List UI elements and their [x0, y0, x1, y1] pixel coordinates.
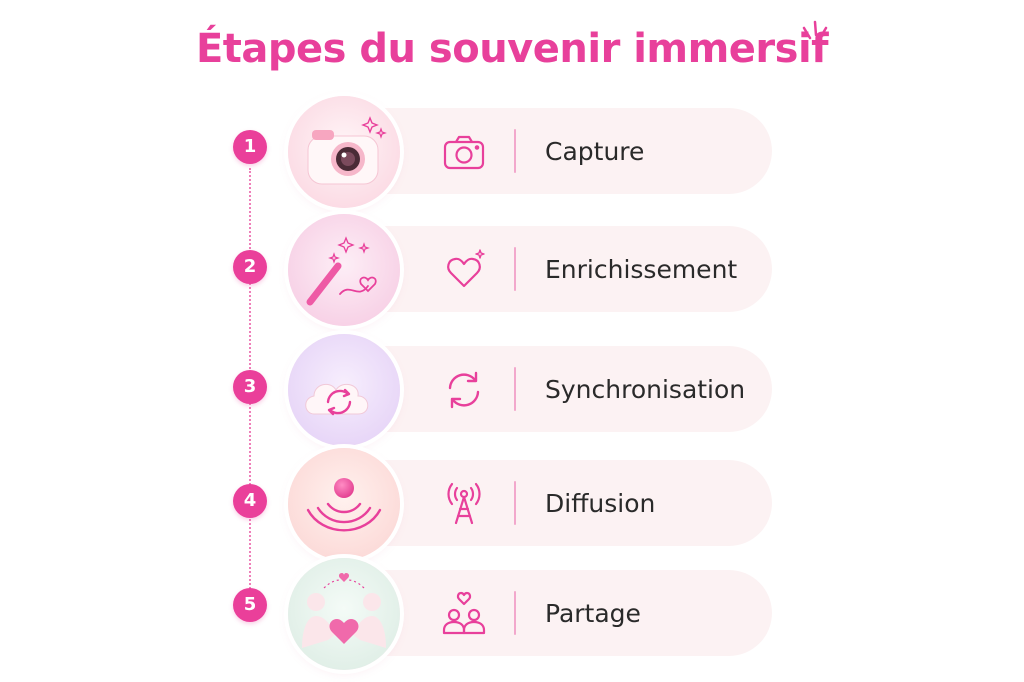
step-pill [340, 226, 772, 312]
step-pill [340, 570, 772, 656]
step-pill [340, 346, 772, 432]
step-label: Partage [545, 599, 641, 628]
broadcast-tower-icon [440, 480, 488, 528]
sparkle-decoration-icon [802, 20, 828, 40]
separator [514, 247, 516, 291]
sync-icon [440, 366, 488, 414]
step-number-badge: 4 [233, 484, 267, 518]
step-number-badge: 5 [233, 588, 267, 622]
hands-heart-illustration [288, 558, 400, 670]
step-label: Synchronisation [545, 375, 746, 404]
pink-camera-illustration [288, 96, 400, 208]
step-number-badge: 2 [233, 250, 267, 284]
step-pill [340, 108, 772, 194]
step-label: Enrichissement [545, 255, 738, 284]
step-enrichissement: 2 Enrichissement [0, 214, 1024, 326]
step-diffusion: 4 Diffusion [0, 448, 1024, 560]
step-number-badge: 3 [233, 370, 267, 404]
cloud-sync-illustration [288, 334, 400, 446]
heart-sparkle-icon [440, 246, 488, 294]
separator [514, 367, 516, 411]
step-pill [340, 460, 772, 546]
separator [514, 481, 516, 525]
separator [514, 129, 516, 173]
camera-icon [440, 128, 488, 176]
separator [514, 591, 516, 635]
step-partage: 5 Partage [0, 558, 1024, 670]
step-label: Capture [545, 137, 645, 166]
page-title: Étapes du souvenir immersif [195, 26, 829, 72]
signal-waves-illustration [288, 448, 400, 560]
people-heart-icon [440, 590, 488, 638]
step-label: Diffusion [545, 489, 656, 518]
step-synchronisation: 3 Synchronisation [0, 334, 1024, 446]
magic-wand-illustration [288, 214, 400, 326]
step-number-badge: 1 [233, 130, 267, 164]
step-capture: 1 Capture [0, 96, 1024, 208]
